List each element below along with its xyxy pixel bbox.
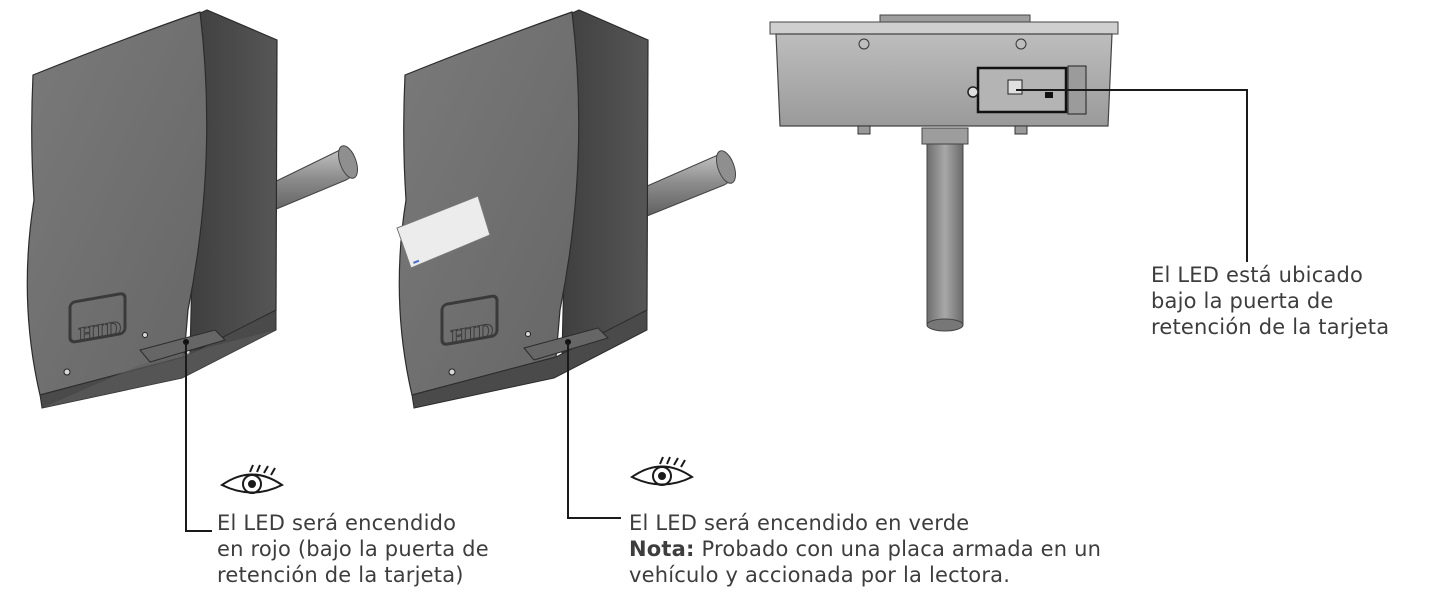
access-card xyxy=(396,195,491,269)
note-text: Probado con una placa armada en un xyxy=(694,537,1102,561)
callout-line-middle xyxy=(567,343,621,519)
reader-side-face xyxy=(561,9,649,359)
reader-side-face xyxy=(189,9,278,359)
callout-left-line-2: en rojo (bajo la puerta de xyxy=(217,537,489,561)
callout-middle-line-3: vehículo y accionada por la lectora. xyxy=(629,563,1011,587)
callout-left-line-1: El LED será encendido xyxy=(217,511,457,535)
callout-middle-line-1: El LED será encendido en verde xyxy=(629,511,970,535)
callout-text-right: El LED está ubicado bajo la puerta de re… xyxy=(1151,262,1389,340)
reader-middle: HID xyxy=(396,9,737,409)
mounting-pole-right xyxy=(921,127,969,332)
reader-right xyxy=(769,14,1119,332)
reader-front-face xyxy=(398,11,580,396)
callout-middle-note: Nota: Probado con una placa armada en un xyxy=(629,536,1101,562)
card-retention-door-left xyxy=(63,329,226,376)
callout-text-middle: El LED será encendido en verde Nota: Pro… xyxy=(629,510,1101,588)
mounting-pole-left xyxy=(257,145,359,216)
callout-right-line-2: bajo la puerta de xyxy=(1151,289,1334,313)
card-retention-door-middle xyxy=(448,327,609,376)
eye-icon xyxy=(220,464,284,494)
note-label: Nota: xyxy=(629,537,695,561)
hid-logo-left: HID xyxy=(68,292,127,348)
reader-bottom-face xyxy=(411,309,648,409)
callout-lines xyxy=(185,89,1248,532)
callout-left-line-3: retención de la tarjeta) xyxy=(217,563,464,587)
callout-right-line-1: El LED está ubicado xyxy=(1151,263,1364,287)
reader-front-face xyxy=(26,11,208,396)
eye-icon xyxy=(630,456,694,486)
callout-text-left: El LED será encendido en rojo (bajo la p… xyxy=(217,510,489,588)
mounting-pole-middle xyxy=(637,150,737,219)
callout-right-line-3: retención de la tarjeta xyxy=(1151,315,1390,339)
callout-line-left xyxy=(185,343,212,532)
card-retention-door-right xyxy=(967,65,1087,115)
callout-line-right xyxy=(1016,89,1248,262)
reader-left: HID xyxy=(26,9,359,409)
